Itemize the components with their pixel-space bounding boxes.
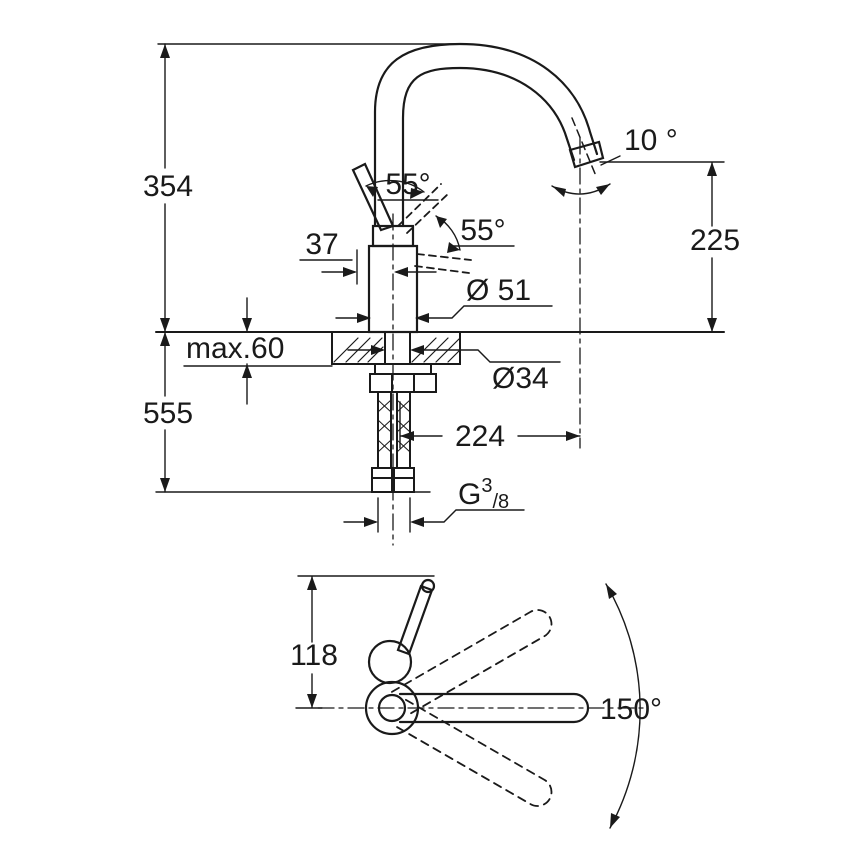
dim-55-second-label: 55° xyxy=(460,214,505,247)
dim-dia34-label: Ø34 xyxy=(492,362,549,395)
handle-lever xyxy=(351,162,395,232)
dim-354-label: 354 xyxy=(143,170,193,203)
hose-braid xyxy=(377,399,411,453)
hose-connector-left xyxy=(371,467,393,493)
threaded-shank xyxy=(384,331,411,365)
dimension-arrowheads xyxy=(160,44,717,828)
dim-37-label: 37 xyxy=(305,228,338,261)
spout-top-view xyxy=(398,692,590,724)
handle-dome-top-view xyxy=(367,639,413,685)
dimension-labels: 354 555 max.60 37 55° 55° 10 ° 225 Ø 51 … xyxy=(143,124,740,726)
dim-10deg-label: 10 ° xyxy=(624,124,678,157)
dim-thread-label: G3/8 xyxy=(458,475,509,513)
handle-alt-positions xyxy=(397,183,472,274)
centerlines xyxy=(317,137,649,709)
outlet-axis xyxy=(571,117,597,177)
dim-55-first-label: 55° xyxy=(385,168,430,201)
dim-max60-label: max.60 xyxy=(186,332,284,365)
top-view-body xyxy=(364,578,590,736)
dim-150deg-label: 150° xyxy=(600,693,662,726)
dim-225-label: 225 xyxy=(690,224,740,257)
aerator xyxy=(568,140,605,169)
thread-superscript: 3 xyxy=(481,475,492,497)
swivel-arc xyxy=(605,583,641,829)
counter-slab xyxy=(331,331,461,365)
dim-dia51-label: Ø 51 xyxy=(466,274,531,307)
washer xyxy=(374,363,432,375)
mounting-nut xyxy=(369,373,437,393)
swivel-range-dashed xyxy=(391,609,553,807)
hose-connector-right xyxy=(393,467,415,493)
dim-118-label: 118 xyxy=(290,639,338,672)
thread-subscript: /8 xyxy=(492,491,509,513)
dim-555-label: 555 xyxy=(143,397,193,430)
handle-lever-top-view xyxy=(396,584,434,656)
dim-224-label: 224 xyxy=(455,420,505,453)
thread-prefix: G xyxy=(458,478,481,511)
